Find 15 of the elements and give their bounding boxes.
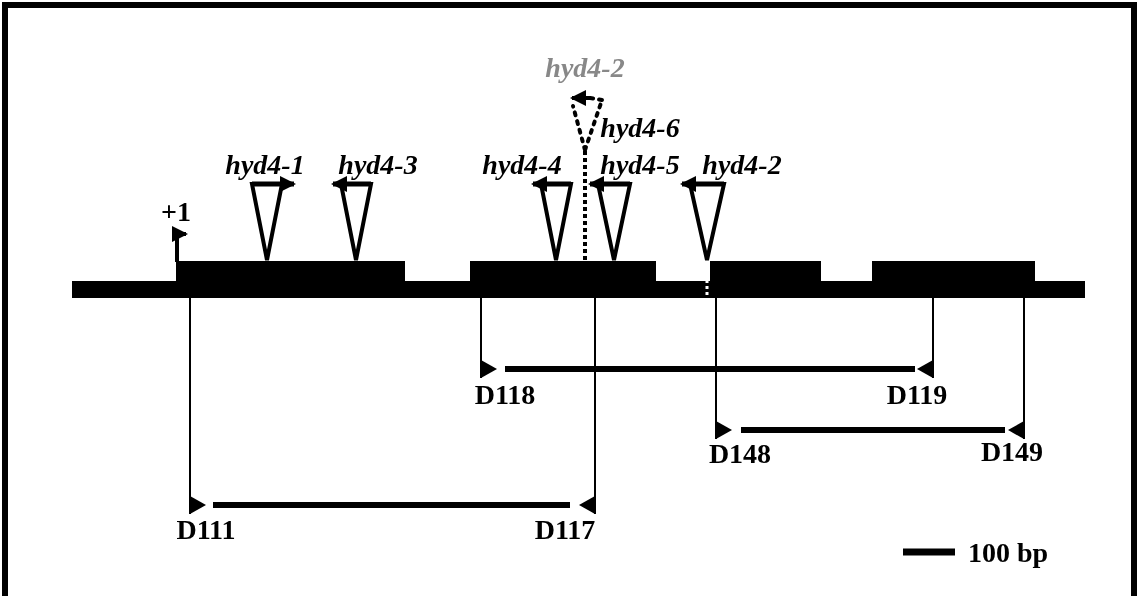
primer-label: D118 bbox=[474, 381, 536, 409]
primer-label: D149 bbox=[980, 438, 1044, 466]
insertion-label: hyd4-1 bbox=[225, 151, 305, 179]
primer-label: D148 bbox=[708, 440, 772, 468]
insertion-label: hyd4-5 bbox=[600, 151, 680, 179]
insertion-label: hyd4-2 bbox=[545, 54, 625, 82]
primer-label: D111 bbox=[176, 516, 236, 544]
insertion-label: hyd4-2 bbox=[702, 151, 782, 179]
insertion-label: hyd4-3 bbox=[338, 151, 418, 179]
insertion-label: hyd4-4 bbox=[482, 151, 562, 179]
primer-label: D119 bbox=[886, 381, 948, 409]
insertion-label: hyd4-6 bbox=[600, 114, 680, 142]
start-site-label: +1 bbox=[161, 198, 191, 226]
primer-label: D117 bbox=[534, 516, 596, 544]
scale-label: 100 bp bbox=[967, 539, 1049, 567]
